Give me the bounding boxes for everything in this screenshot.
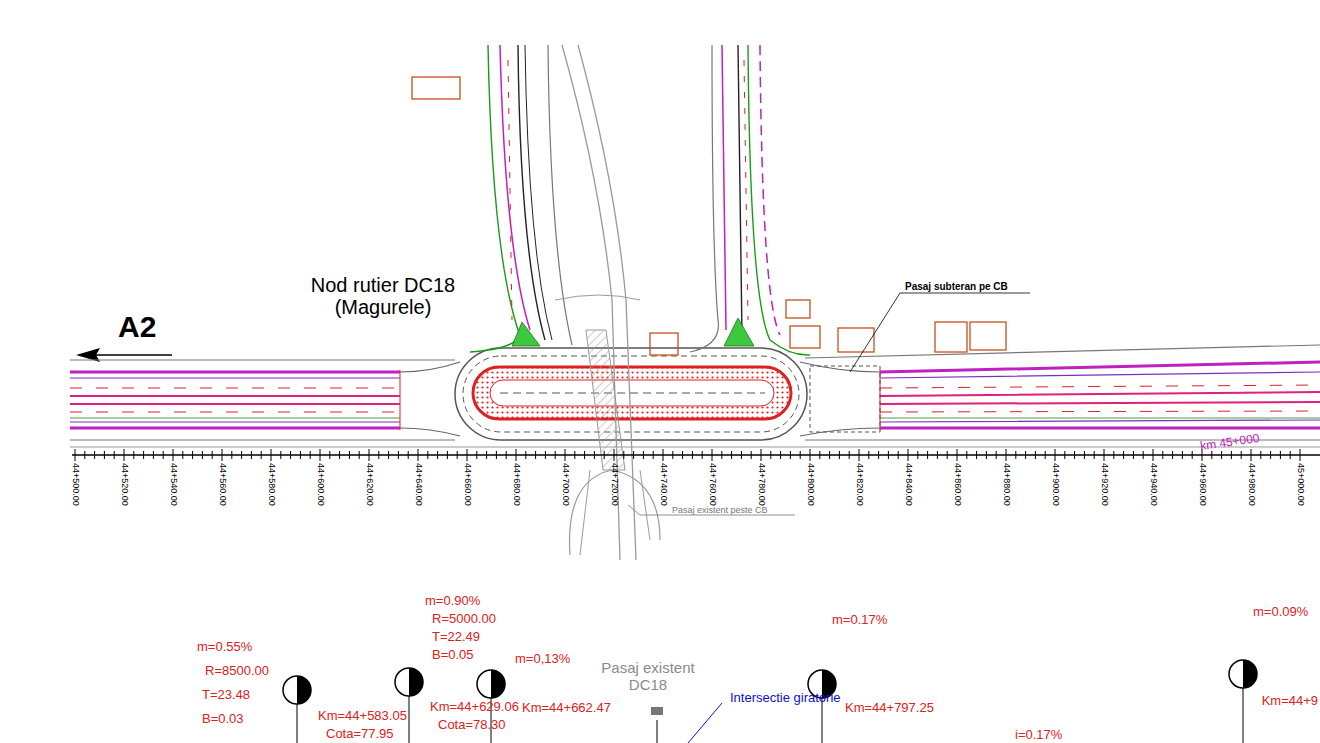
profile-value: Km=44+662.47 <box>522 701 611 715</box>
profile-value: Km=44+629.06 <box>430 700 519 714</box>
profile-note: Intersectie giratorie <box>730 691 841 705</box>
profile-value: m=0.17% <box>832 613 887 627</box>
profile-value: Km=44+9 <box>1262 694 1318 708</box>
profile-value: T=23.48 <box>202 688 250 702</box>
chainage-label: 44+520.00 <box>119 463 129 506</box>
chainage-label: 44+820.00 <box>854 463 864 506</box>
chainage-label: 44+740.00 <box>658 463 668 506</box>
chainage-label: 44+640.00 <box>413 463 423 506</box>
chainage-label: 44+980.00 <box>1246 463 1256 506</box>
chainage-label: 44+960.00 <box>1197 463 1207 506</box>
chainage-label: 44+660.00 <box>462 463 472 506</box>
junction-title: Nod rutier DC18 (Magurele) <box>288 274 478 318</box>
chainage-label: 44+880.00 <box>1001 463 1011 506</box>
chainage-label: 44+940.00 <box>1148 463 1158 506</box>
profile-value: Km=44+583.05 <box>318 709 407 723</box>
chainage-label: 44+560.00 <box>217 463 227 506</box>
profile-value: Cota=78.30 <box>438 718 506 732</box>
chainage-label: 45+000.00 <box>1295 463 1305 506</box>
profile-value: B=0.03 <box>202 712 244 726</box>
structure-note: Pasaj subteran pe CB <box>905 281 1008 292</box>
chainage-label: 44+600.00 <box>315 463 325 506</box>
profile-value: Cota=77.95 <box>326 727 394 741</box>
chainage-label: 44+620.00 <box>364 463 374 506</box>
chainage-label: 44+760.00 <box>707 463 717 506</box>
profile-value: B=0.05 <box>432 648 474 662</box>
chainage-label: 44+860.00 <box>952 463 962 506</box>
profile-value: Km=44+797.25 <box>845 701 934 715</box>
chainage-label: 44+800.00 <box>805 463 815 506</box>
chainage-label: 44+540.00 <box>168 463 178 506</box>
chainage-label: 44+580.00 <box>266 463 276 506</box>
chainage-label: 44+500.00 <box>70 463 80 506</box>
profile-value: R=5000.00 <box>432 612 496 626</box>
profile-value: m=0.09% <box>1253 605 1308 619</box>
chainage-label: 44+840.00 <box>903 463 913 506</box>
chainage-label: 44+900.00 <box>1050 463 1060 506</box>
chainage-label: 44+920.00 <box>1099 463 1109 506</box>
chainage-label: 44+680.00 <box>511 463 521 506</box>
profile-value: m=0.90% <box>425 594 480 608</box>
profile-value: m=0.55% <box>197 640 252 654</box>
profile-value: m=0,13% <box>515 652 570 666</box>
profile-value: T=22.49 <box>432 630 480 644</box>
direction-label: A2 <box>118 310 156 343</box>
profile-value: R=8500.00 <box>205 664 269 678</box>
chainage-label: 44+700.00 <box>560 463 570 506</box>
profile-value: i=0.17% <box>1015 728 1062 742</box>
structure-note: Pasaj existent peste CB <box>672 506 768 516</box>
chainage-label: 44+720.00 <box>609 463 619 506</box>
structure-note: Pasaj existent DC18 <box>586 660 710 693</box>
chainage-label: 44+780.00 <box>756 463 766 506</box>
